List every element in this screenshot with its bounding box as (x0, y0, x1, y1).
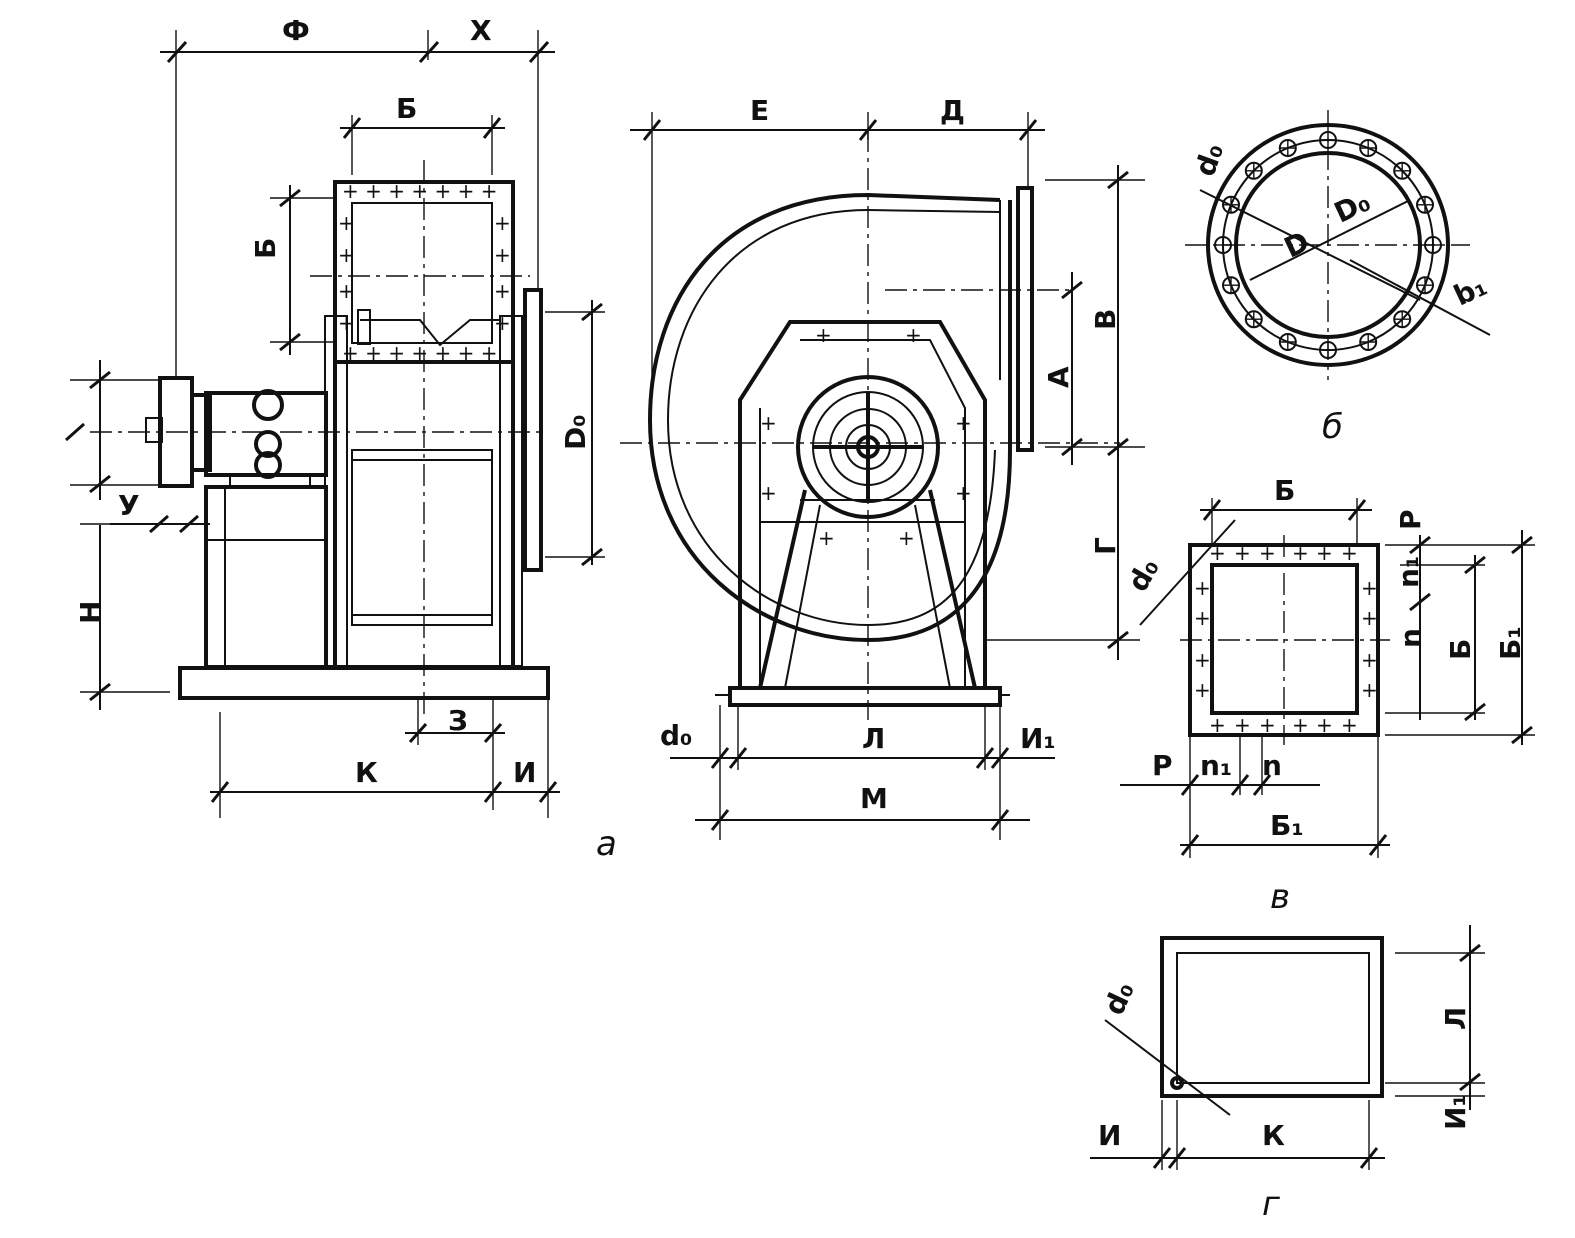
svg-text:+: + (760, 411, 777, 435)
dim-z: З (448, 704, 468, 737)
dim-e: Е (750, 94, 769, 127)
svg-text:+: + (898, 526, 915, 550)
bolt-mark: + (1209, 541, 1226, 565)
dim-i1: И₁ (1020, 722, 1056, 755)
sq-b-top: Б (1274, 474, 1295, 507)
bolt-mark: + (1361, 678, 1378, 702)
dim-d0: D₀ (559, 414, 592, 450)
bolt-mark: + (1194, 678, 1211, 702)
sq-n-right: n (1394, 628, 1427, 648)
caption-a: а (596, 824, 617, 864)
bolt-mark: + (1234, 713, 1251, 737)
bolt-mark: + (1292, 541, 1309, 565)
flange-b1: b₁ (1449, 269, 1492, 313)
flange-d0: d₀ (1188, 139, 1230, 181)
svg-text:+: + (818, 526, 835, 550)
dim-a: А (1042, 366, 1075, 388)
svg-text:+: + (494, 279, 511, 303)
svg-text:+: + (338, 279, 355, 303)
dim-b-side: Б (249, 238, 282, 259)
bolt-mark: + (1316, 541, 1333, 565)
view-g-base-plate: d₀ Л И₁ И К г (1090, 925, 1485, 1224)
bolt-mark: + (1194, 648, 1211, 672)
bolt-mark: + (1316, 713, 1333, 737)
bolt-mark: + (1361, 606, 1378, 630)
dim-h: Н (74, 601, 107, 624)
view-b-round-flange: d₀ D D₀ b₁ б (1185, 110, 1492, 447)
svg-text:+: + (494, 243, 511, 267)
svg-text:+: + (338, 243, 355, 267)
base-i: И (1098, 1119, 1121, 1152)
bolt-mark: + (1341, 541, 1358, 565)
view-a-side: Ф Х Б Б D (65, 14, 605, 818)
dim-d0-front: d₀ (660, 719, 692, 752)
flange-d: D (1279, 225, 1314, 265)
caption-b: б (1322, 407, 1343, 447)
base-i1: И₁ (1439, 1094, 1472, 1130)
svg-text:+: + (338, 211, 355, 235)
svg-text:+: + (815, 323, 832, 347)
svg-text:+: + (338, 311, 355, 335)
sq-n1-right: n₁ (1392, 556, 1425, 588)
dim-g: Г (1089, 537, 1122, 555)
sq-n-bottom: n (1262, 749, 1282, 782)
flange-d0-big: D₀ (1329, 185, 1375, 230)
svg-text:+ + + + + + +: + + + + + + + (342, 179, 497, 203)
view-a-front: Е Д В Г (596, 94, 1145, 864)
dim-i: И (513, 756, 536, 789)
svg-text:+: + (905, 323, 922, 347)
bolt-mark: + (1234, 541, 1251, 565)
bolt-mark: + (1361, 648, 1378, 672)
bolt-mark: + (1292, 713, 1309, 737)
svg-text:+: + (955, 411, 972, 435)
svg-text:+: + (494, 311, 511, 335)
sq-p-bottom: Р (1152, 749, 1173, 782)
sq-n1-bottom: n₁ (1200, 749, 1232, 782)
base-k: К (1262, 1119, 1285, 1152)
dim-u: У (118, 489, 140, 522)
dim-k: К (355, 756, 378, 789)
caption-v: в (1270, 877, 1290, 917)
dim-l: Л (862, 722, 885, 755)
svg-text:+: + (955, 481, 972, 505)
sq-b1-bottom: Б₁ (1270, 809, 1304, 842)
dim-f: Ф (282, 14, 310, 47)
dim-m: М (860, 782, 888, 815)
svg-text:+: + (760, 481, 777, 505)
caption-g: г (1262, 1184, 1281, 1224)
sq-p-right: Р (1394, 509, 1427, 530)
svg-text:+ + + + + + +: + + + + + + + (342, 341, 497, 365)
dim-x: Х (470, 14, 492, 47)
bolt-mark: + (1259, 541, 1276, 565)
base-d0: d₀ (1097, 977, 1141, 1020)
view-v-square-flange: ++++++++++++++++++++ Б d₀ Р n₁ n Б Б₁ (1120, 474, 1535, 917)
bolt-mark: + (1194, 606, 1211, 630)
bolt-mark: + (1341, 713, 1358, 737)
base-l: Л (1439, 1007, 1472, 1030)
bolt-marks-side: + + + + + + + + + + + + + + + + + + + + + + … (338, 179, 972, 550)
sq-b-right: Б (1444, 639, 1477, 660)
dim-v: В (1089, 309, 1122, 330)
sq-d0: d₀ (1121, 553, 1166, 597)
bolt-mark: + (1361, 576, 1378, 600)
bolt-mark: + (1209, 713, 1226, 737)
svg-text:+: + (494, 211, 511, 235)
bolt-mark: + (1194, 576, 1211, 600)
sq-b1-right: Б₁ (1494, 626, 1527, 660)
dim-b-top: Б (396, 92, 417, 125)
bolt-mark: + (1259, 713, 1276, 737)
dim-d: Д (940, 94, 965, 127)
